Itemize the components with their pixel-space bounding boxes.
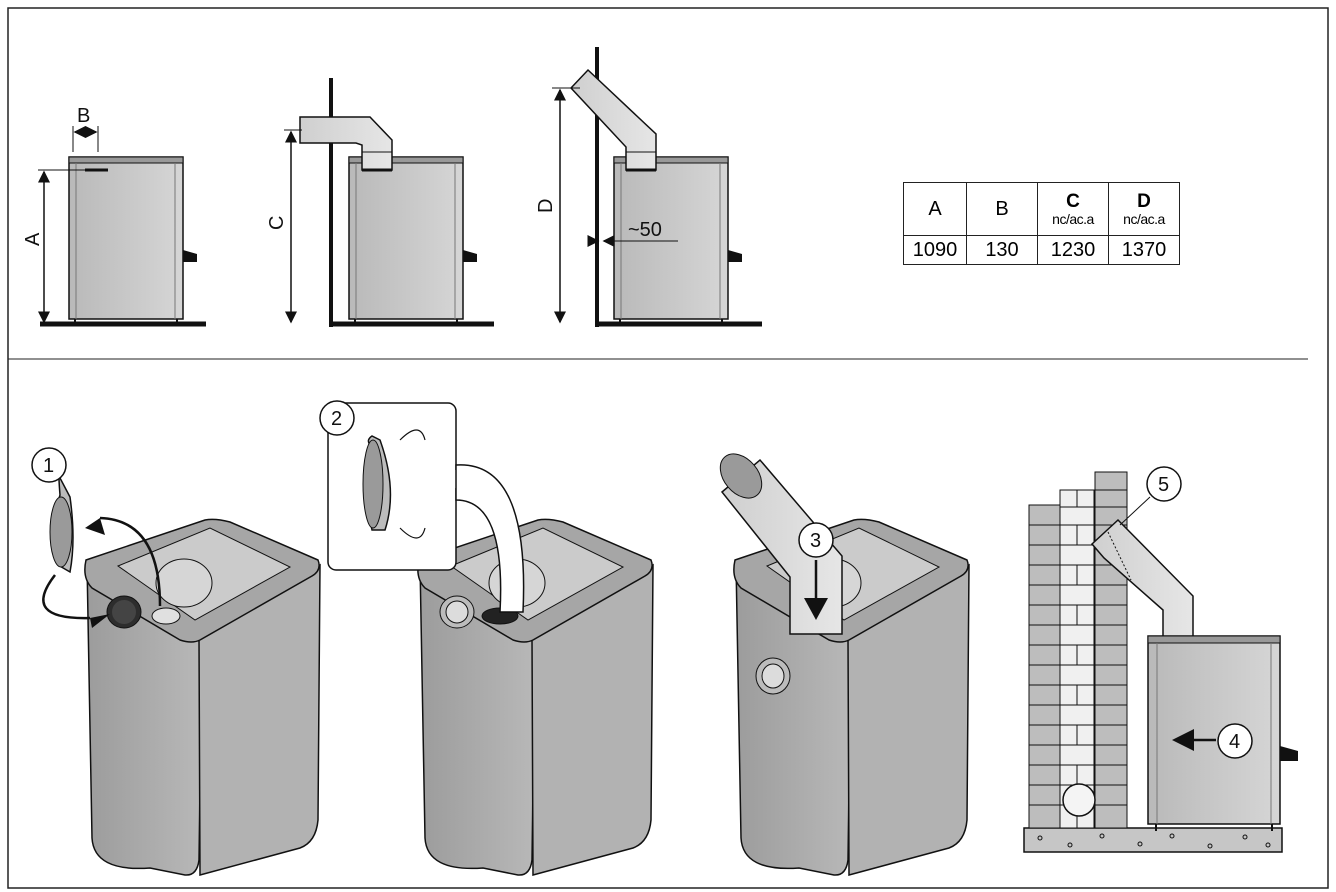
header-b-label: B bbox=[995, 197, 1009, 220]
value-b: 130 bbox=[966, 235, 1038, 265]
value-a: 1090 bbox=[903, 235, 967, 265]
offset-label: ~50 bbox=[628, 219, 662, 241]
value-c: 1230 bbox=[1037, 235, 1109, 265]
header-c-label: C bbox=[1066, 191, 1080, 212]
step-circle-4 bbox=[1217, 723, 1253, 759]
table-row: 1090 130 1230 1370 bbox=[903, 235, 1180, 265]
stove-step-1 bbox=[42, 475, 321, 876]
step-circle-3 bbox=[798, 522, 834, 558]
figure-a bbox=[38, 126, 206, 327]
step-number-2: 2 bbox=[331, 408, 342, 430]
dimension-label-c: C bbox=[266, 216, 288, 230]
value-d: 1370 bbox=[1108, 235, 1180, 265]
figure-d bbox=[552, 47, 762, 327]
step-number-5: 5 bbox=[1158, 474, 1169, 496]
step-number-3: 3 bbox=[810, 530, 821, 552]
step-circle-2 bbox=[319, 400, 355, 436]
step-circle-5 bbox=[1146, 466, 1182, 502]
stove-step-3 bbox=[719, 453, 970, 876]
step-circle-1 bbox=[31, 447, 67, 483]
step-number-1: 1 bbox=[43, 455, 54, 477]
header-d-sub: nc/ac.a bbox=[1123, 211, 1165, 227]
step-callouts bbox=[31, 400, 1253, 759]
header-a: A bbox=[903, 182, 967, 236]
header-b: B bbox=[966, 182, 1038, 236]
header-a-label: A bbox=[928, 197, 942, 220]
dimension-label-b: B bbox=[77, 105, 90, 127]
figure-c bbox=[284, 78, 494, 327]
dimension-label-a: A bbox=[22, 232, 44, 246]
step-number-4: 4 bbox=[1229, 731, 1240, 753]
header-c-sub: nc/ac.a bbox=[1052, 211, 1094, 227]
stove-step-2 bbox=[327, 402, 654, 876]
dimension-label-d: D bbox=[535, 199, 557, 213]
stove-step-4-5 bbox=[1023, 471, 1298, 853]
header-d-label: D bbox=[1137, 191, 1151, 212]
outer-frame bbox=[7, 7, 1329, 889]
